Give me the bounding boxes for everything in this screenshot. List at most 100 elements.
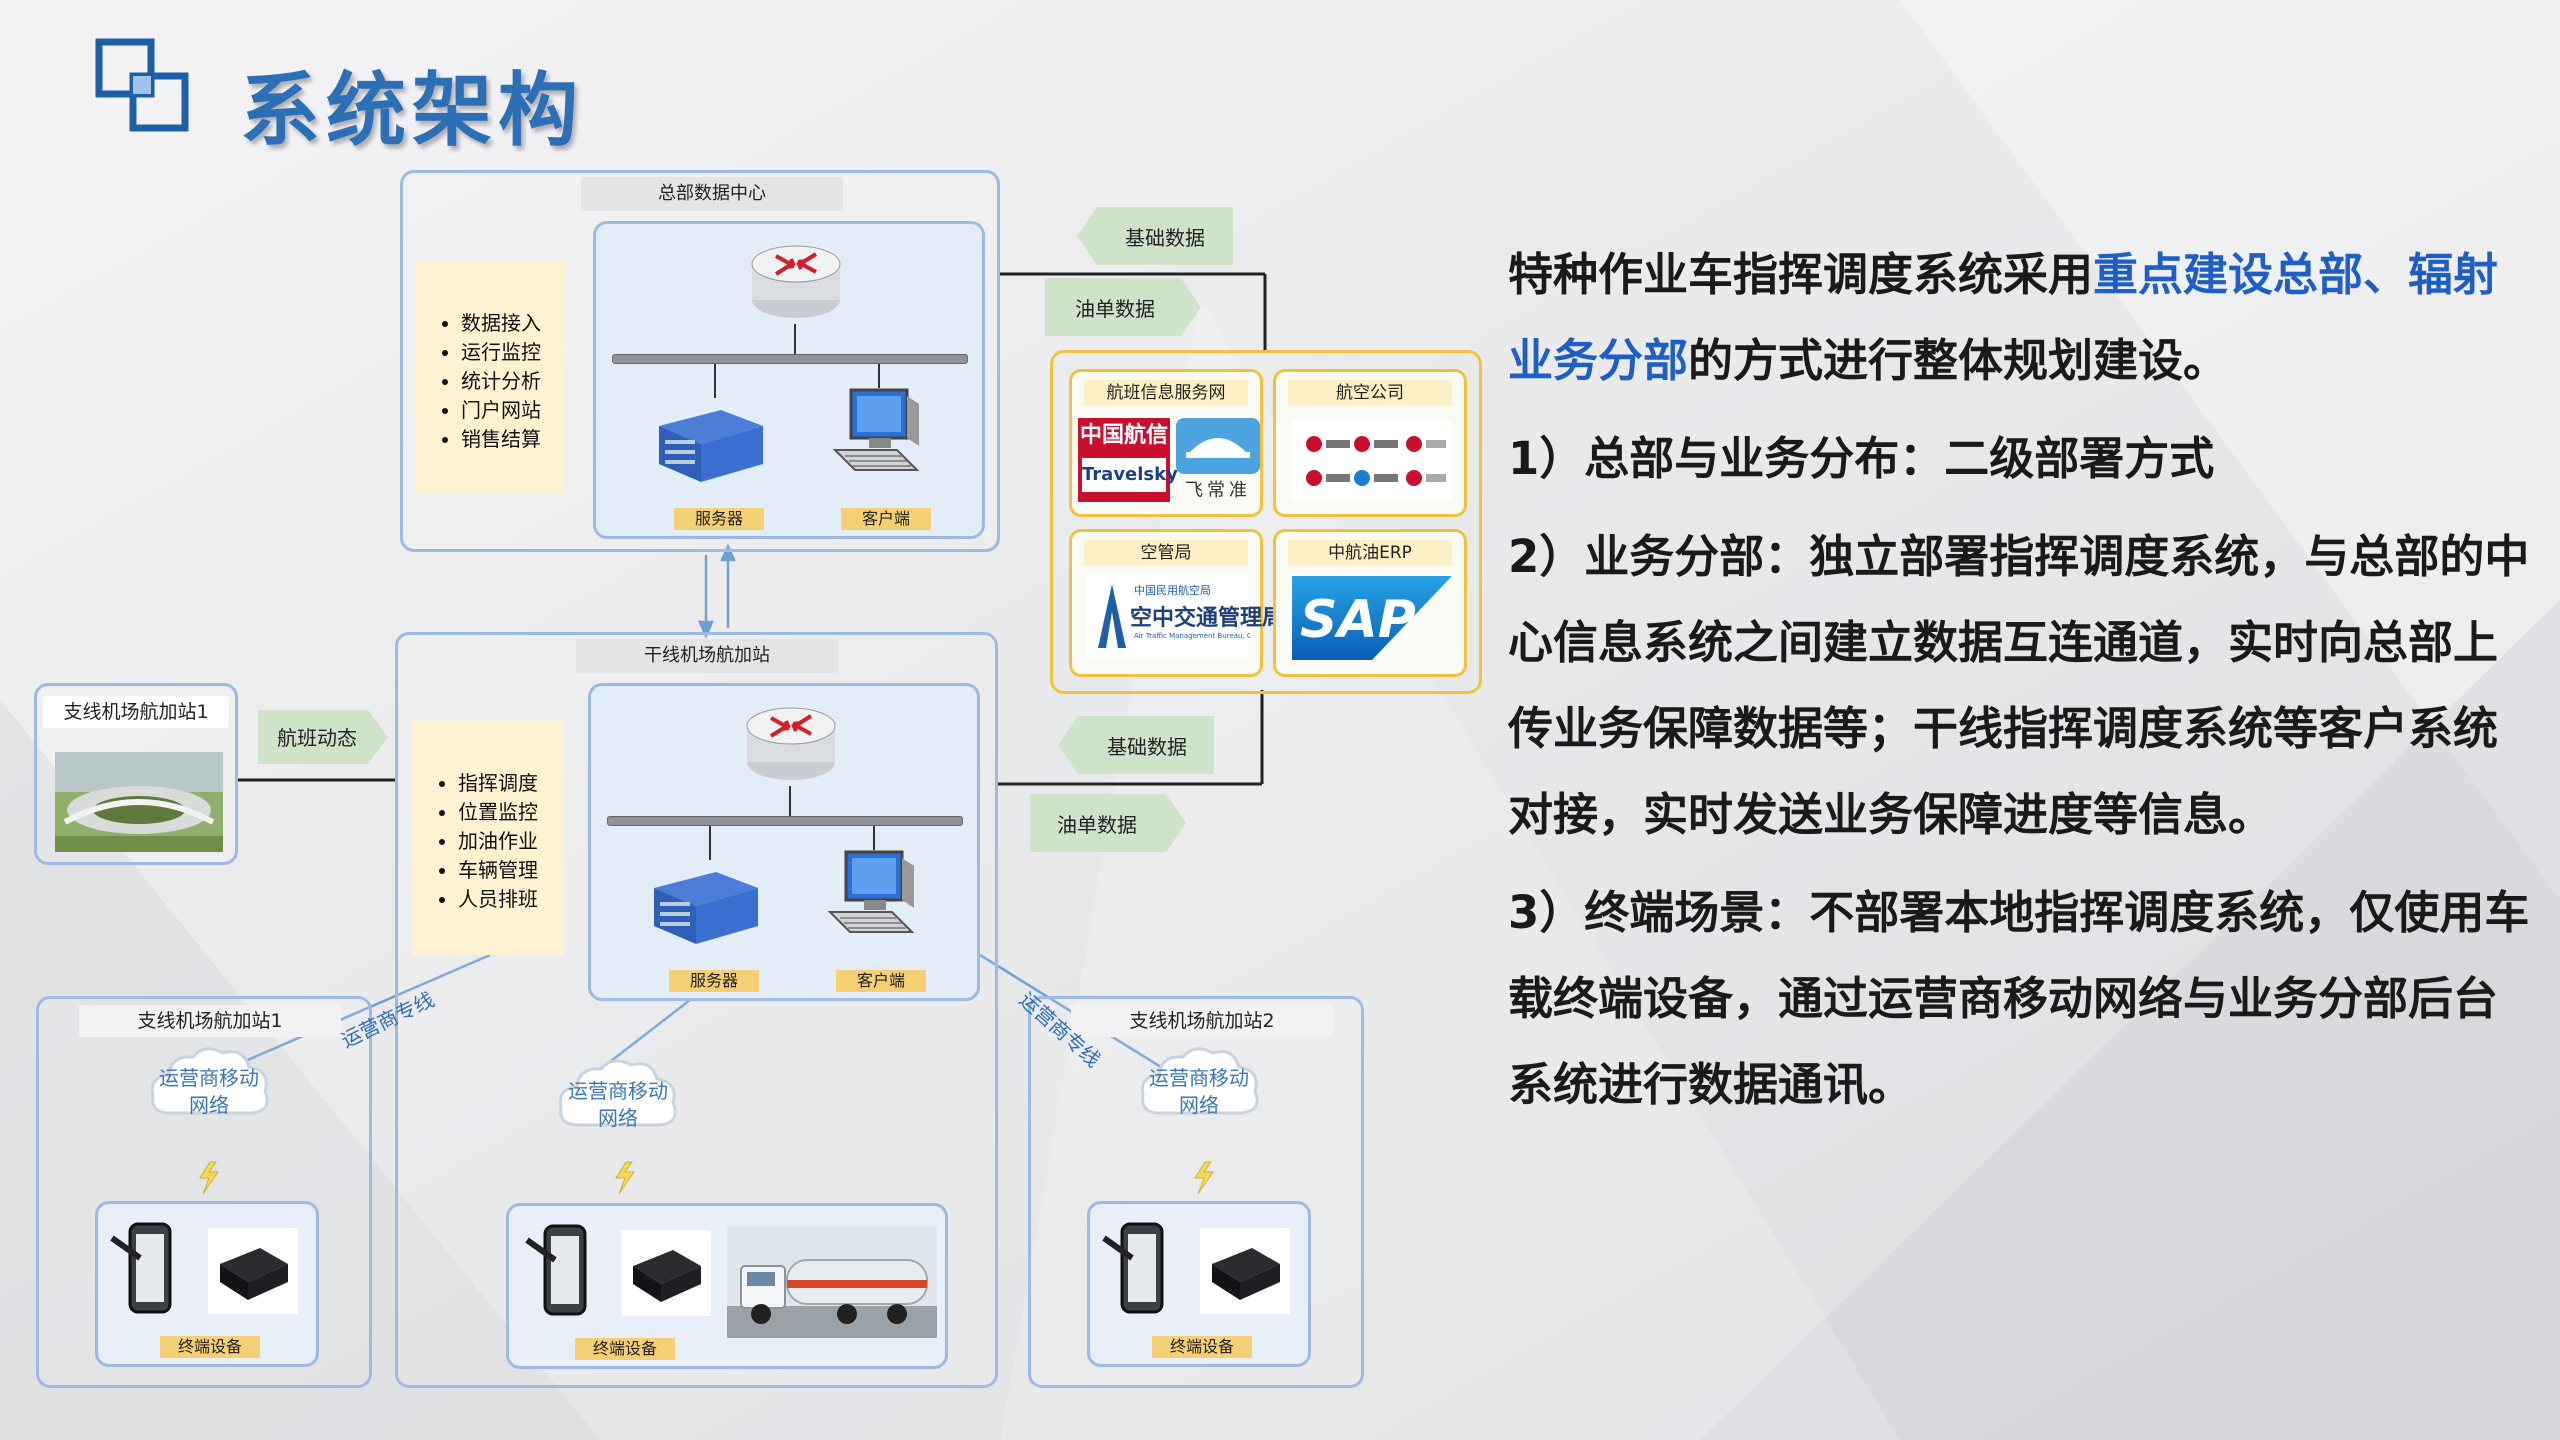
bus-link (878, 364, 880, 388)
flight-dynamics-arrow (258, 710, 388, 764)
trunk-title: 干线机场航加站 (576, 639, 838, 673)
branch2-bottom-title: 支线机场航加站2 (1071, 1005, 1333, 1037)
plane-icon (1176, 418, 1260, 474)
fuel-order-arrow-2 (1030, 794, 1186, 852)
list-item: 人员排班 (458, 885, 564, 914)
router-icon (746, 707, 836, 780)
list-item: 统计分析 (461, 367, 565, 396)
logo-text: 空中交通管理局 (1130, 606, 1285, 631)
mobile-network-label-line2: 网络 (598, 1106, 638, 1130)
branch1-bottom-panel: 支线机场航加站1 运营商移动 网络 终端设备 (36, 996, 372, 1388)
branch1-top-panel: 支线机场航加站1 (34, 683, 238, 865)
mobile-network-label: 运营商移动 网络 (1129, 1065, 1269, 1125)
server-icon (659, 410, 763, 482)
mobile-network-label-line2: 网络 (189, 1093, 229, 1117)
bus-link (873, 826, 875, 850)
basic-data-arrow-1 (1077, 207, 1233, 265)
cloud-icon (1140, 1047, 1259, 1115)
router-icon (751, 245, 841, 318)
mobile-network-label-line2: 网络 (1179, 1093, 1219, 1117)
hq-title: 总部数据中心 (581, 177, 843, 211)
network-bus (607, 816, 963, 826)
fuel-order-label-1: 油单数据 (1075, 297, 1155, 321)
mobile-network-label-line1: 运营商移动 (1149, 1066, 1249, 1090)
tile-title: 航空公司 (1288, 380, 1452, 406)
terminal-box: 终端设备 (506, 1203, 948, 1369)
title-squares-icon (95, 38, 189, 132)
partner-tile-atc: 空管局 中国民用航空局 空中交通管理局 Air Traffic Manageme… (1069, 529, 1284, 677)
branch1-bottom-title: 支线机场航加站1 (79, 1005, 341, 1037)
flight-dynamics-label: 航班动态 (277, 726, 357, 750)
description-block: 特种作业车指挥调度系统采用重点建设总部、辐射业务分部的方式进行整体规划建设。 1… (1508, 232, 2538, 1128)
intro-highlight: 重点建设总部、辐射业务分部 (1508, 248, 2499, 387)
trunk-panel: 干线机场航加站 指挥调度 位置监控 加油作业 车辆管理 人员排班 (395, 632, 998, 1388)
hq-function-list: 数据接入 运行监控 统计分析 门户网站 销售结算 (415, 261, 565, 493)
logo-text: 中国航信 (1079, 423, 1168, 448)
hq-network-box: 服务器 客户端 (593, 221, 985, 539)
intro-paragraph: 特种作业车指挥调度系统采用重点建设总部、辐射业务分部的方式进行整体规划建设。 (1508, 232, 2538, 404)
airport-photo (55, 752, 223, 852)
fuel-order-arrow-1 (1045, 278, 1201, 336)
partner-tile-flight-info: 航班信息服务网 中国航信 Travelsky 飞常准 (1069, 369, 1263, 517)
fuel-truck-image (727, 1226, 937, 1338)
list-item: 指挥调度 (458, 769, 564, 798)
logo-text: 飞常准 (1185, 480, 1251, 501)
mobile-network-label: 运营商移动 网络 (139, 1065, 279, 1125)
logo-text: Travelsky (1082, 458, 1178, 492)
sap-logo-text: SAP (1300, 590, 1416, 650)
client-label: 客户端 (841, 508, 931, 530)
trunk-function-list: 指挥调度 位置监控 加油作业 车辆管理 人员排班 (412, 721, 564, 955)
hq-panel: 总部数据中心 数据接入 运行监控 统计分析 门户网站 销售结算 (400, 170, 1000, 552)
partner-systems-panel: 航班信息服务网 中国航信 Travelsky 飞常准 航空公司 空管局 (1050, 350, 1482, 694)
server-icon (654, 872, 758, 944)
list-item: 门户网站 (461, 396, 565, 425)
point-3: 3）终端场景：不部署本地指挥调度系统，仅使用车载终端设备，通过运营商移动网络与业… (1508, 886, 2530, 1111)
terminal-label: 终端设备 (160, 1336, 260, 1358)
list-item: 车辆管理 (458, 856, 564, 885)
list-item: 加油作业 (458, 827, 564, 856)
logo-text: 中国民用航空局 (1134, 584, 1211, 597)
terminal-label: 终端设备 (1152, 1336, 1252, 1358)
vehicle-terminal-icon (208, 1228, 298, 1314)
list-item: 位置监控 (458, 798, 564, 827)
mobile-network-label: 运营商移动 网络 (548, 1078, 688, 1138)
airline-logos-image (1292, 420, 1452, 500)
vehicle-terminal-icon (621, 1230, 711, 1316)
point-1: 1）总部与业务分布：二级部署方式 (1508, 432, 2215, 485)
terminal-box: 终端设备 (1087, 1201, 1311, 1367)
partner-tile-erp: 中航油ERP SAP (1273, 529, 1467, 677)
network-bus (612, 354, 968, 364)
terminal-box: 终端设备 (95, 1201, 319, 1367)
cloud-icon (150, 1047, 269, 1115)
server-label: 服务器 (674, 508, 764, 530)
client-label: 客户端 (836, 970, 926, 992)
list-item: 销售结算 (461, 425, 565, 454)
sap-logo (1292, 576, 1452, 660)
tile-title: 航班信息服务网 (1084, 380, 1248, 406)
branch2-bottom-panel: 支线机场航加站2 运营商移动 网络 终端设备 (1028, 996, 1364, 1388)
bus-link (714, 364, 716, 398)
terminal-label: 终端设备 (575, 1338, 675, 1360)
atmb-emblem-icon (1098, 584, 1126, 648)
atmb-logo: 中国民用航空局 空中交通管理局 Air Traffic Management B… (1086, 574, 1284, 658)
branch1-top-title: 支线机场航加站1 (43, 696, 229, 728)
tablet-icon (1102, 1222, 1164, 1314)
point-2: 2）业务分部：独立部署指挥调度系统，与总部的中心信息系统之间建立数据互连通道，实… (1508, 530, 2530, 841)
page-title: 系统架构 (240, 64, 584, 157)
mobile-network-label-line1: 运营商移动 (568, 1079, 668, 1103)
client-computer-icon (832, 388, 920, 471)
server-label: 服务器 (669, 970, 759, 992)
travelsky-logo: 中国航信 Travelsky (1078, 418, 1178, 502)
logo-text: Air Traffic Management Bureau, CAAC (1134, 632, 1250, 640)
feichangzhun-logo: 飞常准 (1176, 418, 1260, 502)
cloud-icon (558, 1059, 677, 1127)
basic-data-label-2: 基础数据 (1107, 735, 1187, 759)
partner-tile-airlines: 航空公司 (1273, 369, 1467, 517)
tablet-icon (110, 1222, 172, 1314)
vehicle-terminal-icon (1200, 1228, 1290, 1314)
bus-link (709, 826, 711, 860)
tile-title: 中航油ERP (1288, 540, 1452, 566)
trunk-network-box: 服务器 客户端 (588, 683, 980, 1001)
bus-link (794, 324, 796, 354)
basic-data-arrow-2 (1058, 716, 1214, 774)
